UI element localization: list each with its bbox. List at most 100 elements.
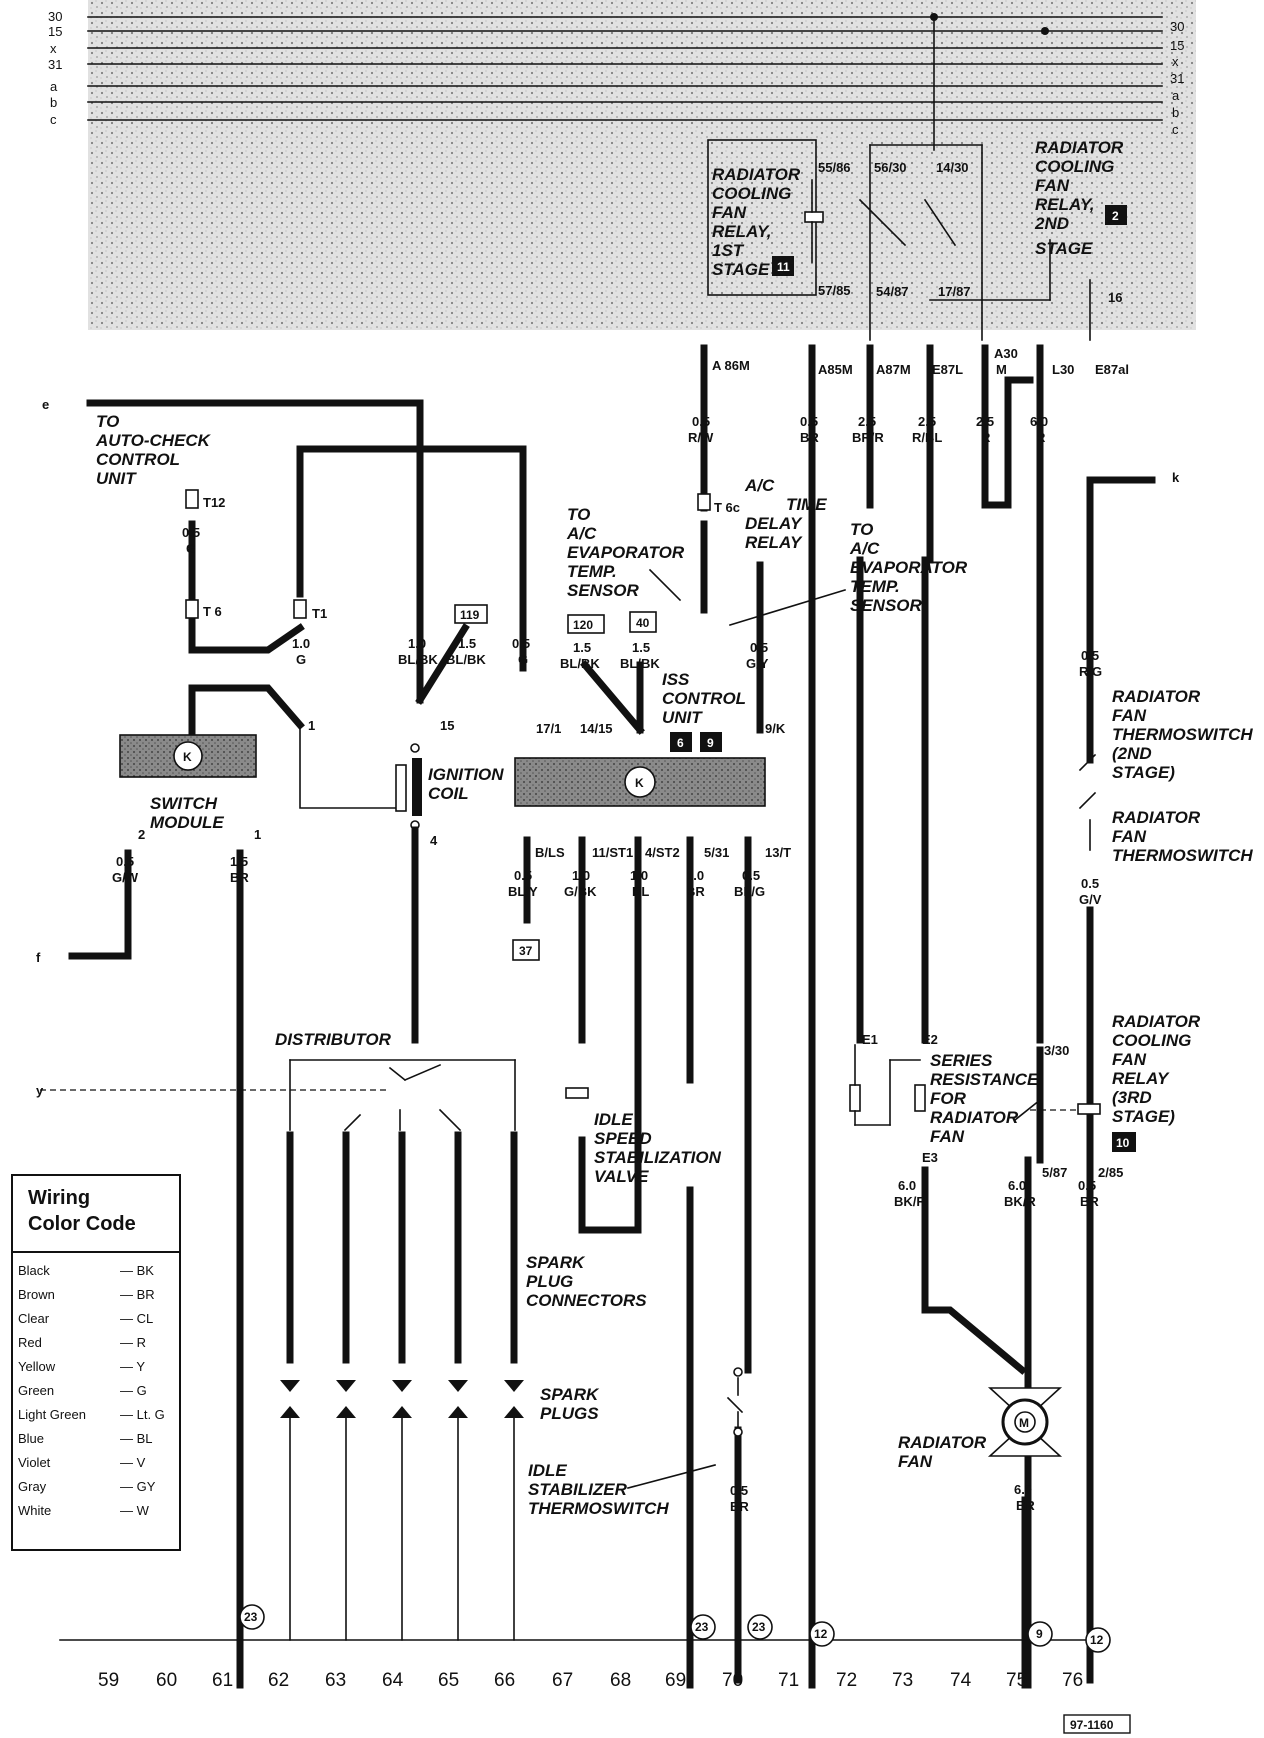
- svg-text:K: K: [635, 776, 644, 790]
- legend-color-code: — W: [120, 1503, 150, 1518]
- svg-text:97-1160: 97-1160: [1070, 1718, 1114, 1732]
- svg-text:EVAPORATOR: EVAPORATOR: [567, 543, 685, 562]
- box-40: 40: [629, 611, 657, 633]
- bus-label-b: b: [50, 95, 57, 110]
- relay-2nd-label-5: 2ND: [1034, 214, 1069, 233]
- svg-text:A/C: A/C: [744, 476, 775, 495]
- relay-1st-stage: 55/86 57/85 RADIATOR COOLING FAN RELAY, …: [707, 16, 935, 298]
- svg-text:SENSOR: SENSOR: [567, 581, 640, 600]
- distributor: DISTRIBUTOR: [40, 1030, 516, 1132]
- svg-text:(2ND: (2ND: [1112, 744, 1152, 763]
- pin-label: 1: [254, 827, 261, 842]
- terminal-56-30: 56/30: [874, 160, 907, 175]
- relay-3rd-stage: 3/30 5/87 2/85 RADIATOR COOLING FAN RELA…: [1013, 1012, 1201, 1180]
- svg-text:IDLE: IDLE: [594, 1110, 633, 1129]
- ref-e: e: [42, 397, 49, 412]
- iss-control-unit: K ISS CONTROL UNIT 6 9 17/1 14/15 9/K B/…: [514, 670, 791, 860]
- relay-2nd-label-6: STAGE: [1035, 239, 1093, 258]
- svg-text:STABILIZATION: STABILIZATION: [594, 1148, 722, 1167]
- column-number: 71: [778, 1670, 799, 1691]
- iss-pin: 9/K: [765, 721, 786, 736]
- relay-1st-label-6: STAGE: [712, 260, 770, 279]
- svg-text:ISS: ISS: [662, 670, 690, 689]
- wire-size-label: 0.5: [116, 854, 134, 869]
- wire-size-label: 0.5: [182, 525, 200, 540]
- switch-module: K SWITCH MODULE 2 1 0.5 G/W 1.5 BR: [112, 734, 261, 885]
- bus-labels-right: 30 15 x 31 a b c: [1170, 19, 1184, 137]
- wire-size-label: 0.5: [800, 414, 818, 429]
- wire-color-label: BL/BK: [446, 652, 486, 667]
- relay-2nd-label-2: COOLING: [1035, 157, 1114, 176]
- wire-color-label: BL: [632, 884, 649, 899]
- svg-text:T 6c: T 6c: [714, 500, 740, 515]
- bus-label-15: 15: [48, 24, 62, 39]
- wire-size-label: 6.0: [1030, 414, 1048, 429]
- terminal-17-87: 17/87: [938, 284, 971, 299]
- bus-label-c-right: c: [1172, 122, 1179, 137]
- bus-label-a: a: [50, 79, 58, 94]
- legend-color-code: — Lt. G: [120, 1407, 165, 1422]
- wire-color-label: BL/Y: [508, 884, 538, 899]
- svg-text:10: 10: [1116, 1136, 1130, 1150]
- legend-color-code: — R: [120, 1335, 146, 1350]
- switch-module-symbol: K: [183, 750, 192, 764]
- svg-text:THERMOSWITCH: THERMOSWITCH: [1112, 725, 1253, 744]
- svg-text:23: 23: [244, 1610, 258, 1624]
- relay-1st-badge: [772, 256, 794, 276]
- wire-size-label: 0.5: [1081, 876, 1099, 891]
- relay-1st-label-3: FAN: [712, 203, 747, 222]
- column-number: 72: [836, 1670, 857, 1691]
- svg-text:RADIATOR: RADIATOR: [1112, 687, 1201, 706]
- ground-refs: 23 23 23 12 9 12: [239, 1604, 1111, 1653]
- svg-text:THERMOSWITCH: THERMOSWITCH: [528, 1499, 669, 1518]
- legend-title-1: Wiring: [28, 1187, 90, 1209]
- legend-color-code: — Y: [120, 1359, 145, 1374]
- wire-size-label: 1.0: [630, 868, 648, 883]
- bus-label-x: x: [50, 41, 57, 56]
- svg-text:A/C: A/C: [566, 524, 597, 543]
- wire-color-label: G: [518, 652, 528, 667]
- pin-label: 4: [430, 833, 438, 848]
- svg-text:37: 37: [519, 944, 533, 958]
- wire-size-label: 0.5: [742, 868, 760, 883]
- svg-text:SPARK: SPARK: [526, 1253, 586, 1272]
- legend-title-2: Color Code: [28, 1213, 136, 1235]
- spark-plug-wires: [286, 1131, 518, 1364]
- wire-color-label: BK/R: [894, 1194, 926, 1209]
- column-number: 70: [722, 1670, 743, 1691]
- svg-text:SPEED: SPEED: [594, 1129, 652, 1148]
- svg-text:12: 12: [814, 1627, 828, 1641]
- wire-color-label: BR: [730, 1499, 749, 1514]
- relay-2nd-label-4: RELAY,: [1035, 195, 1095, 214]
- wire-color-label: BL/BK: [560, 656, 600, 671]
- wire-size-label: 0.5: [730, 1483, 748, 1498]
- column-number: 73: [892, 1670, 913, 1691]
- connector-t1: T1 1.0 G: [292, 599, 327, 667]
- legend-color-code: — G: [120, 1383, 147, 1398]
- svg-text:TO: TO: [850, 520, 873, 539]
- svg-text:23: 23: [752, 1620, 766, 1634]
- wire-size-label: 2.5: [858, 414, 876, 429]
- connector-t12: T12 0.5 G T 6: [182, 489, 225, 619]
- wire-color-label: BK/R: [1004, 1194, 1036, 1209]
- svg-text:FAN: FAN: [1112, 1050, 1147, 1069]
- connector-a30-m: M: [996, 362, 1007, 377]
- svg-text:6: 6: [677, 736, 684, 750]
- iss-pin: 5/31: [704, 845, 729, 860]
- terminal-54-87: 54/87: [876, 284, 909, 299]
- wire-size-label: 0.5: [692, 414, 710, 429]
- spark-plugs-label: SPARK PLUGS: [540, 1385, 600, 1423]
- box-37: 37: [512, 939, 540, 961]
- wire-color-label: G: [186, 541, 196, 556]
- iss-pin: 11/ST1: [592, 845, 633, 860]
- svg-text:RADIATOR: RADIATOR: [930, 1108, 1019, 1127]
- svg-text:CONTROL: CONTROL: [662, 689, 746, 708]
- legend-color-code: — BK: [120, 1263, 154, 1278]
- bus-label-30-right: 30: [1170, 19, 1184, 34]
- wire-color-label: G/Y: [746, 656, 769, 671]
- wire-size-label: 2.5: [918, 414, 936, 429]
- column-number: 66: [494, 1670, 515, 1691]
- pin-label: 1: [308, 718, 315, 733]
- iss-pin: 13/T: [765, 845, 791, 860]
- wire-color-label: G/BK: [564, 884, 597, 899]
